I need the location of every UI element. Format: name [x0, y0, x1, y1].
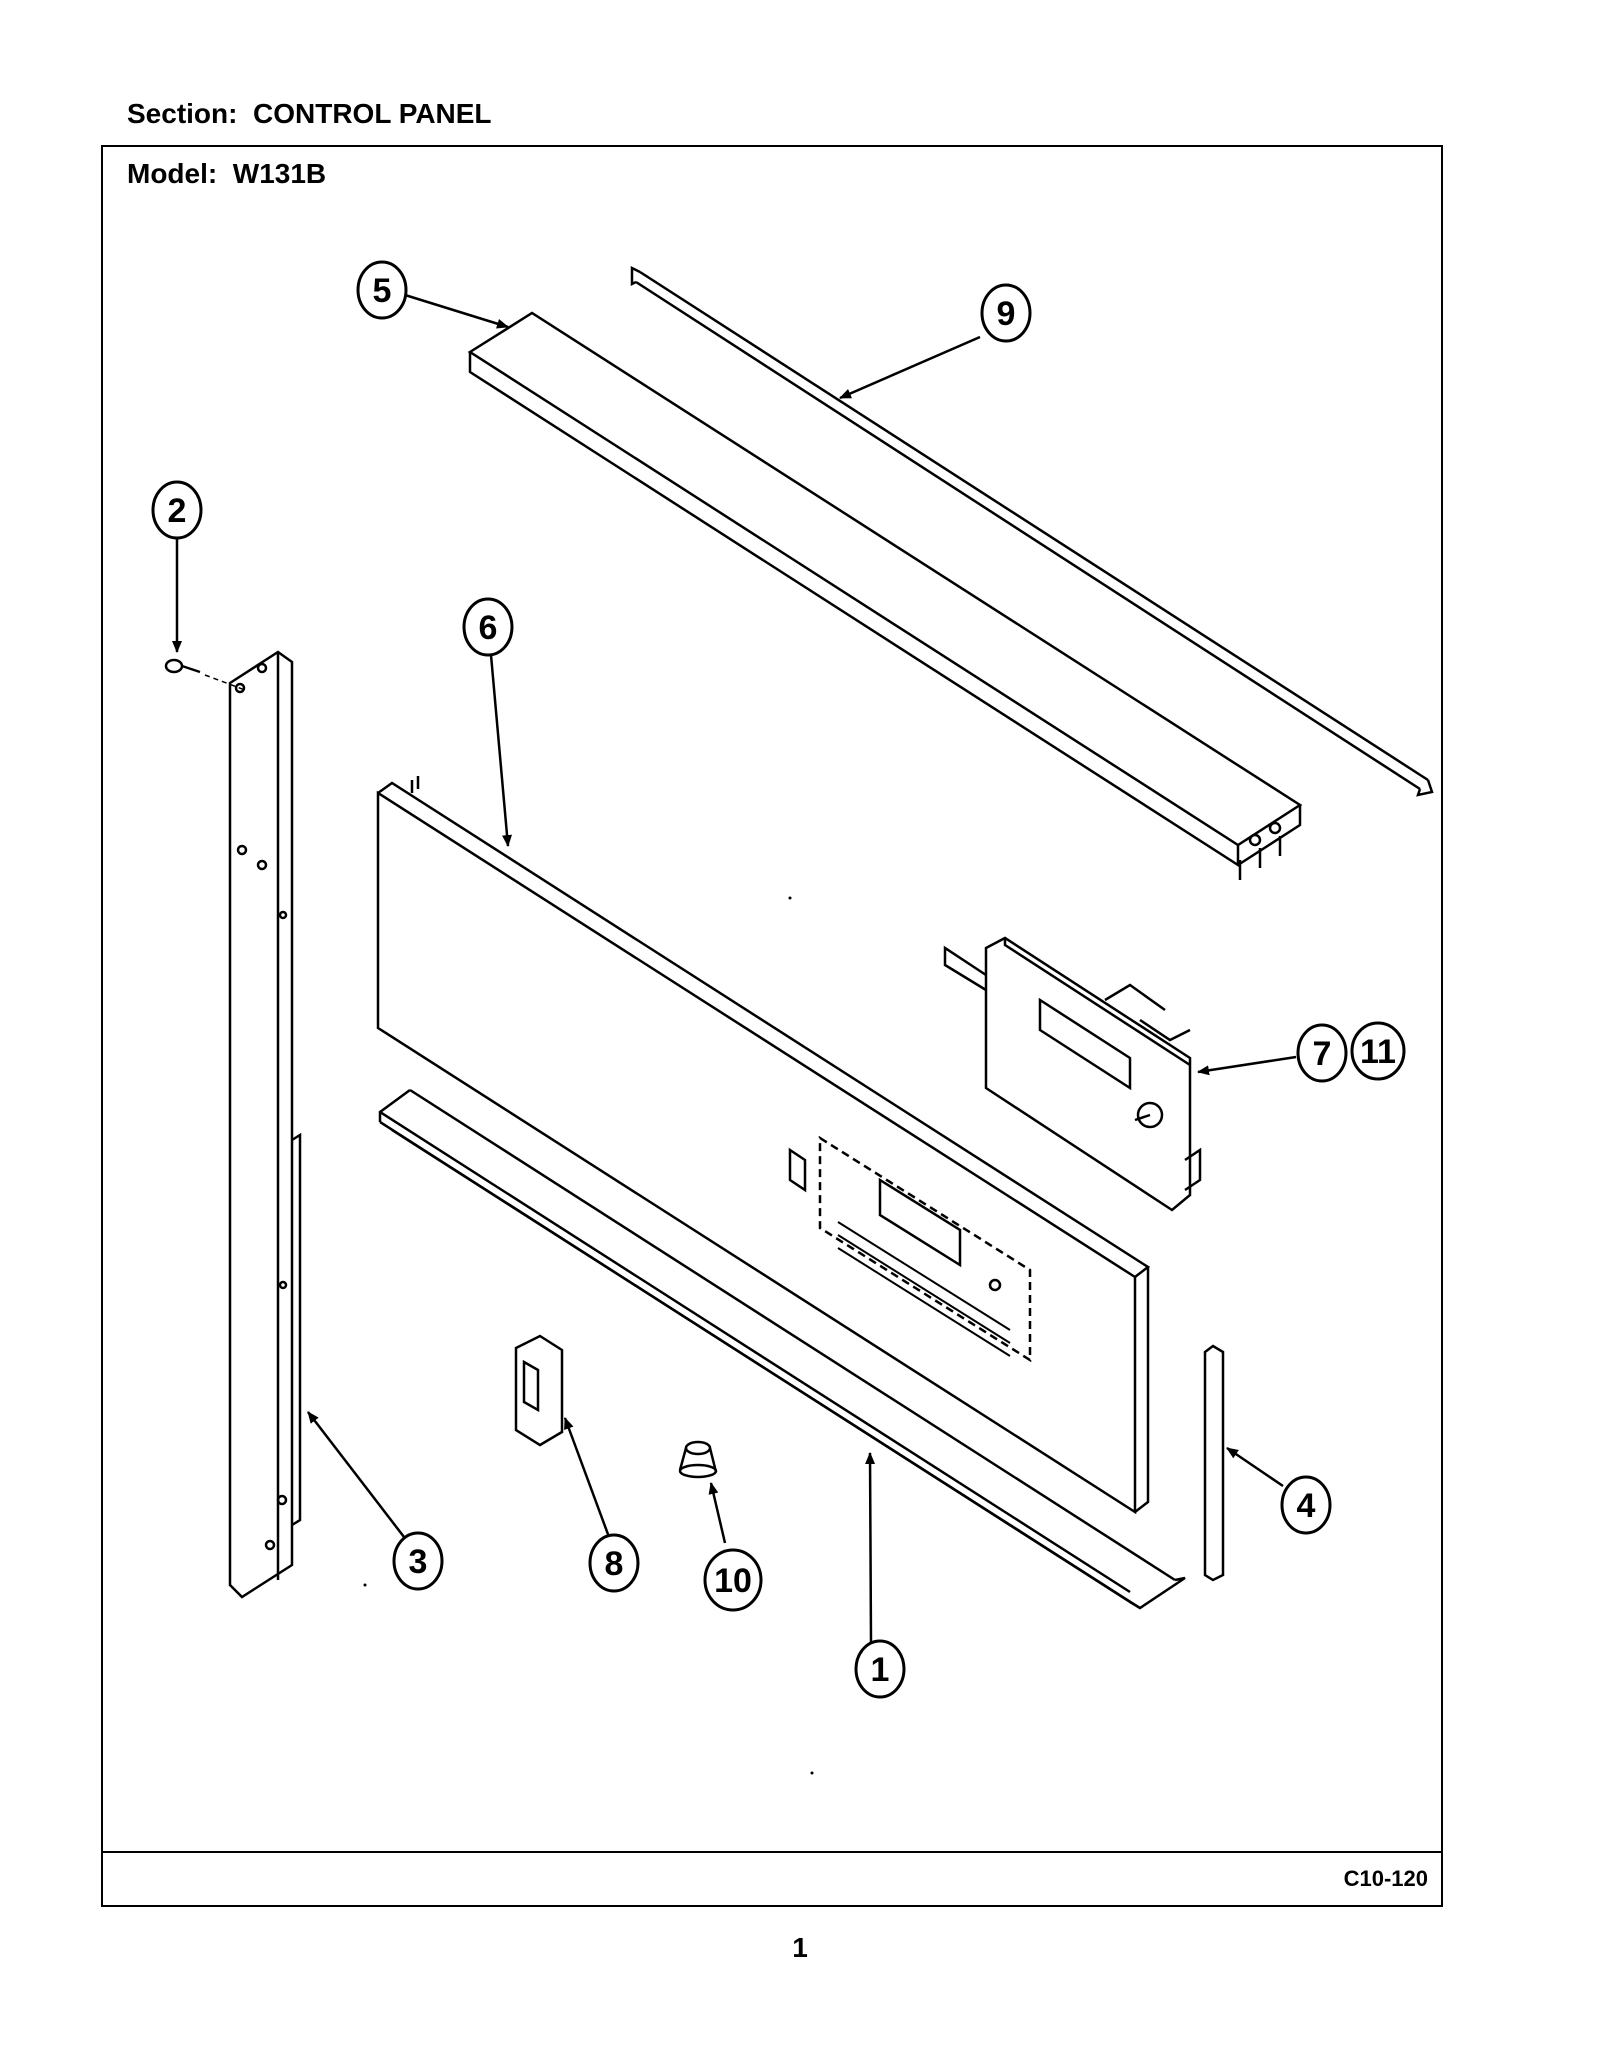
- callout-7: 7: [1296, 1023, 1348, 1083]
- knob-part: [678, 1440, 718, 1479]
- screw-part: [164, 658, 246, 691]
- callout-4: 4: [1280, 1475, 1332, 1535]
- callout-label: 3: [409, 1543, 428, 1581]
- callout-1: 1: [854, 1639, 906, 1699]
- top-trim-part: [630, 265, 1434, 797]
- top-channel-part: [467, 311, 1303, 880]
- rocker-switch-part: [514, 1334, 564, 1447]
- diagram-code: C10-120: [1343, 1866, 1428, 1891]
- control-panel-part: [376, 776, 1151, 1515]
- electronic-control-part: [943, 936, 1202, 1212]
- callout-label: 1: [871, 1651, 890, 1689]
- end-bracket-part: [228, 650, 302, 1599]
- callout-label: 6: [479, 609, 498, 647]
- callout-label: 7: [1313, 1035, 1332, 1073]
- callout-label: 9: [997, 295, 1016, 333]
- model-title: Model: W131B: [127, 158, 327, 189]
- callout-label: 5: [373, 272, 392, 310]
- trim-strip-bottom-part: [378, 1088, 1186, 1610]
- leader-lines: [172, 293, 1297, 1644]
- callout-2: 2: [151, 480, 203, 540]
- section-title: Section: CONTROL PANEL: [127, 98, 492, 129]
- callout-11: 11: [1350, 1021, 1406, 1081]
- callout-label: 10: [714, 1562, 752, 1600]
- callout-10: 10: [703, 1548, 763, 1612]
- callout-9: 9: [980, 283, 1032, 343]
- callout-6: 6: [462, 597, 514, 657]
- callout-5: 5: [356, 260, 408, 320]
- callout-label: 4: [1297, 1487, 1316, 1525]
- callout-8: 8: [588, 1533, 640, 1593]
- callout-label: 2: [168, 492, 187, 530]
- footer-divider: [101, 1851, 1443, 1853]
- callout-label: 8: [605, 1545, 624, 1583]
- end-cap-trim-part: [1203, 1344, 1225, 1582]
- callout-3: 3: [392, 1531, 444, 1591]
- diagram-frame: [101, 145, 1443, 1907]
- page-number: 1: [792, 1932, 808, 1963]
- callout-label: 11: [1360, 1033, 1396, 1071]
